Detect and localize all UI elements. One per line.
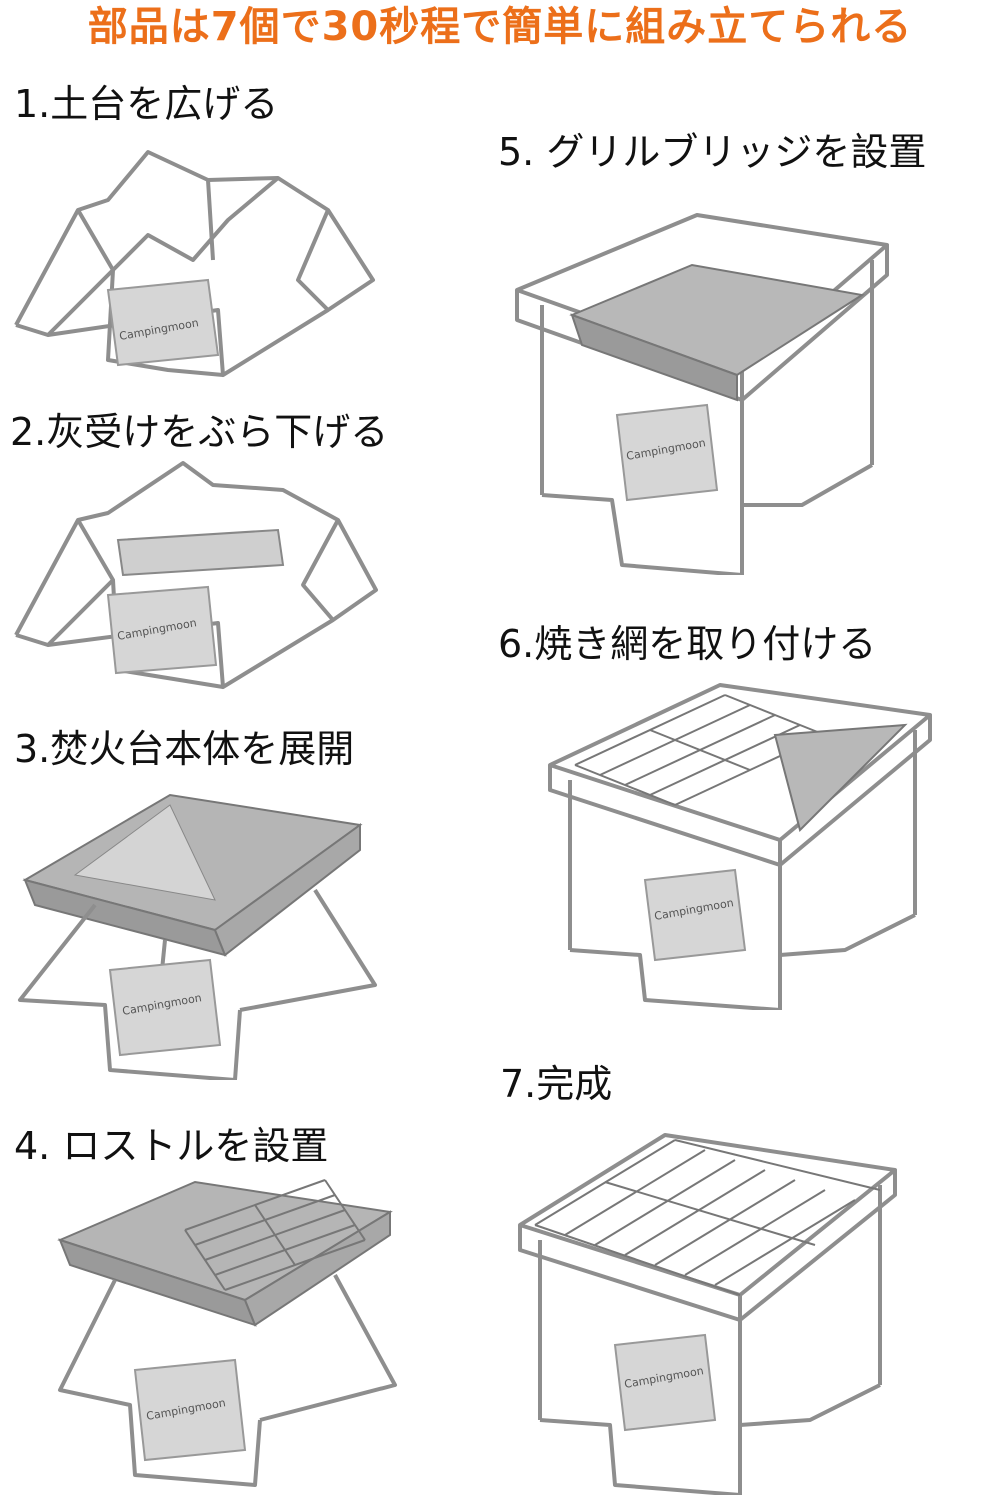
complete-illustration: Campingmoon: [518, 1133, 897, 1495]
step-5-illustration: Campingmoon: [512, 205, 892, 575]
step-6-label: 6.焼き網を取り付ける: [498, 622, 877, 666]
step-1-illustration: Campingmoon: [8, 140, 388, 380]
step-2-label: 2.灰受けをぶら下げる: [10, 410, 389, 454]
step-3-label: 3.焚火台本体を展開: [14, 727, 355, 771]
base-frame-illustration: Campingmoon: [14, 150, 375, 377]
ash-tray-illustration: Campingmoon: [14, 461, 378, 689]
step-7-illustration: Campingmoon: [515, 1130, 900, 1495]
step-6-illustration: Campingmoon: [545, 680, 940, 1010]
step-5-label: 5. グリルブリッジを設置: [498, 130, 927, 174]
rostle-illustration: Campingmoon: [57, 1179, 397, 1487]
step-1-label: 1.土台を広げる: [14, 82, 279, 126]
step-4-label: 4. ロストルを設置: [14, 1124, 329, 1168]
step-3-illustration: Campingmoon: [15, 780, 385, 1080]
step-2-illustration: Campingmoon: [8, 455, 388, 695]
page-title: 部品は7個で30秒程で簡単に組み立てられる: [87, 4, 913, 50]
fire-pit-body-illustration: Campingmoon: [18, 793, 377, 1080]
grill-net-illustration: Campingmoon: [548, 683, 932, 1010]
step-4-illustration: Campingmoon: [55, 1170, 400, 1490]
step-7-label: 7.完成: [500, 1062, 613, 1106]
grill-bridge-illustration: Campingmoon: [515, 213, 889, 575]
